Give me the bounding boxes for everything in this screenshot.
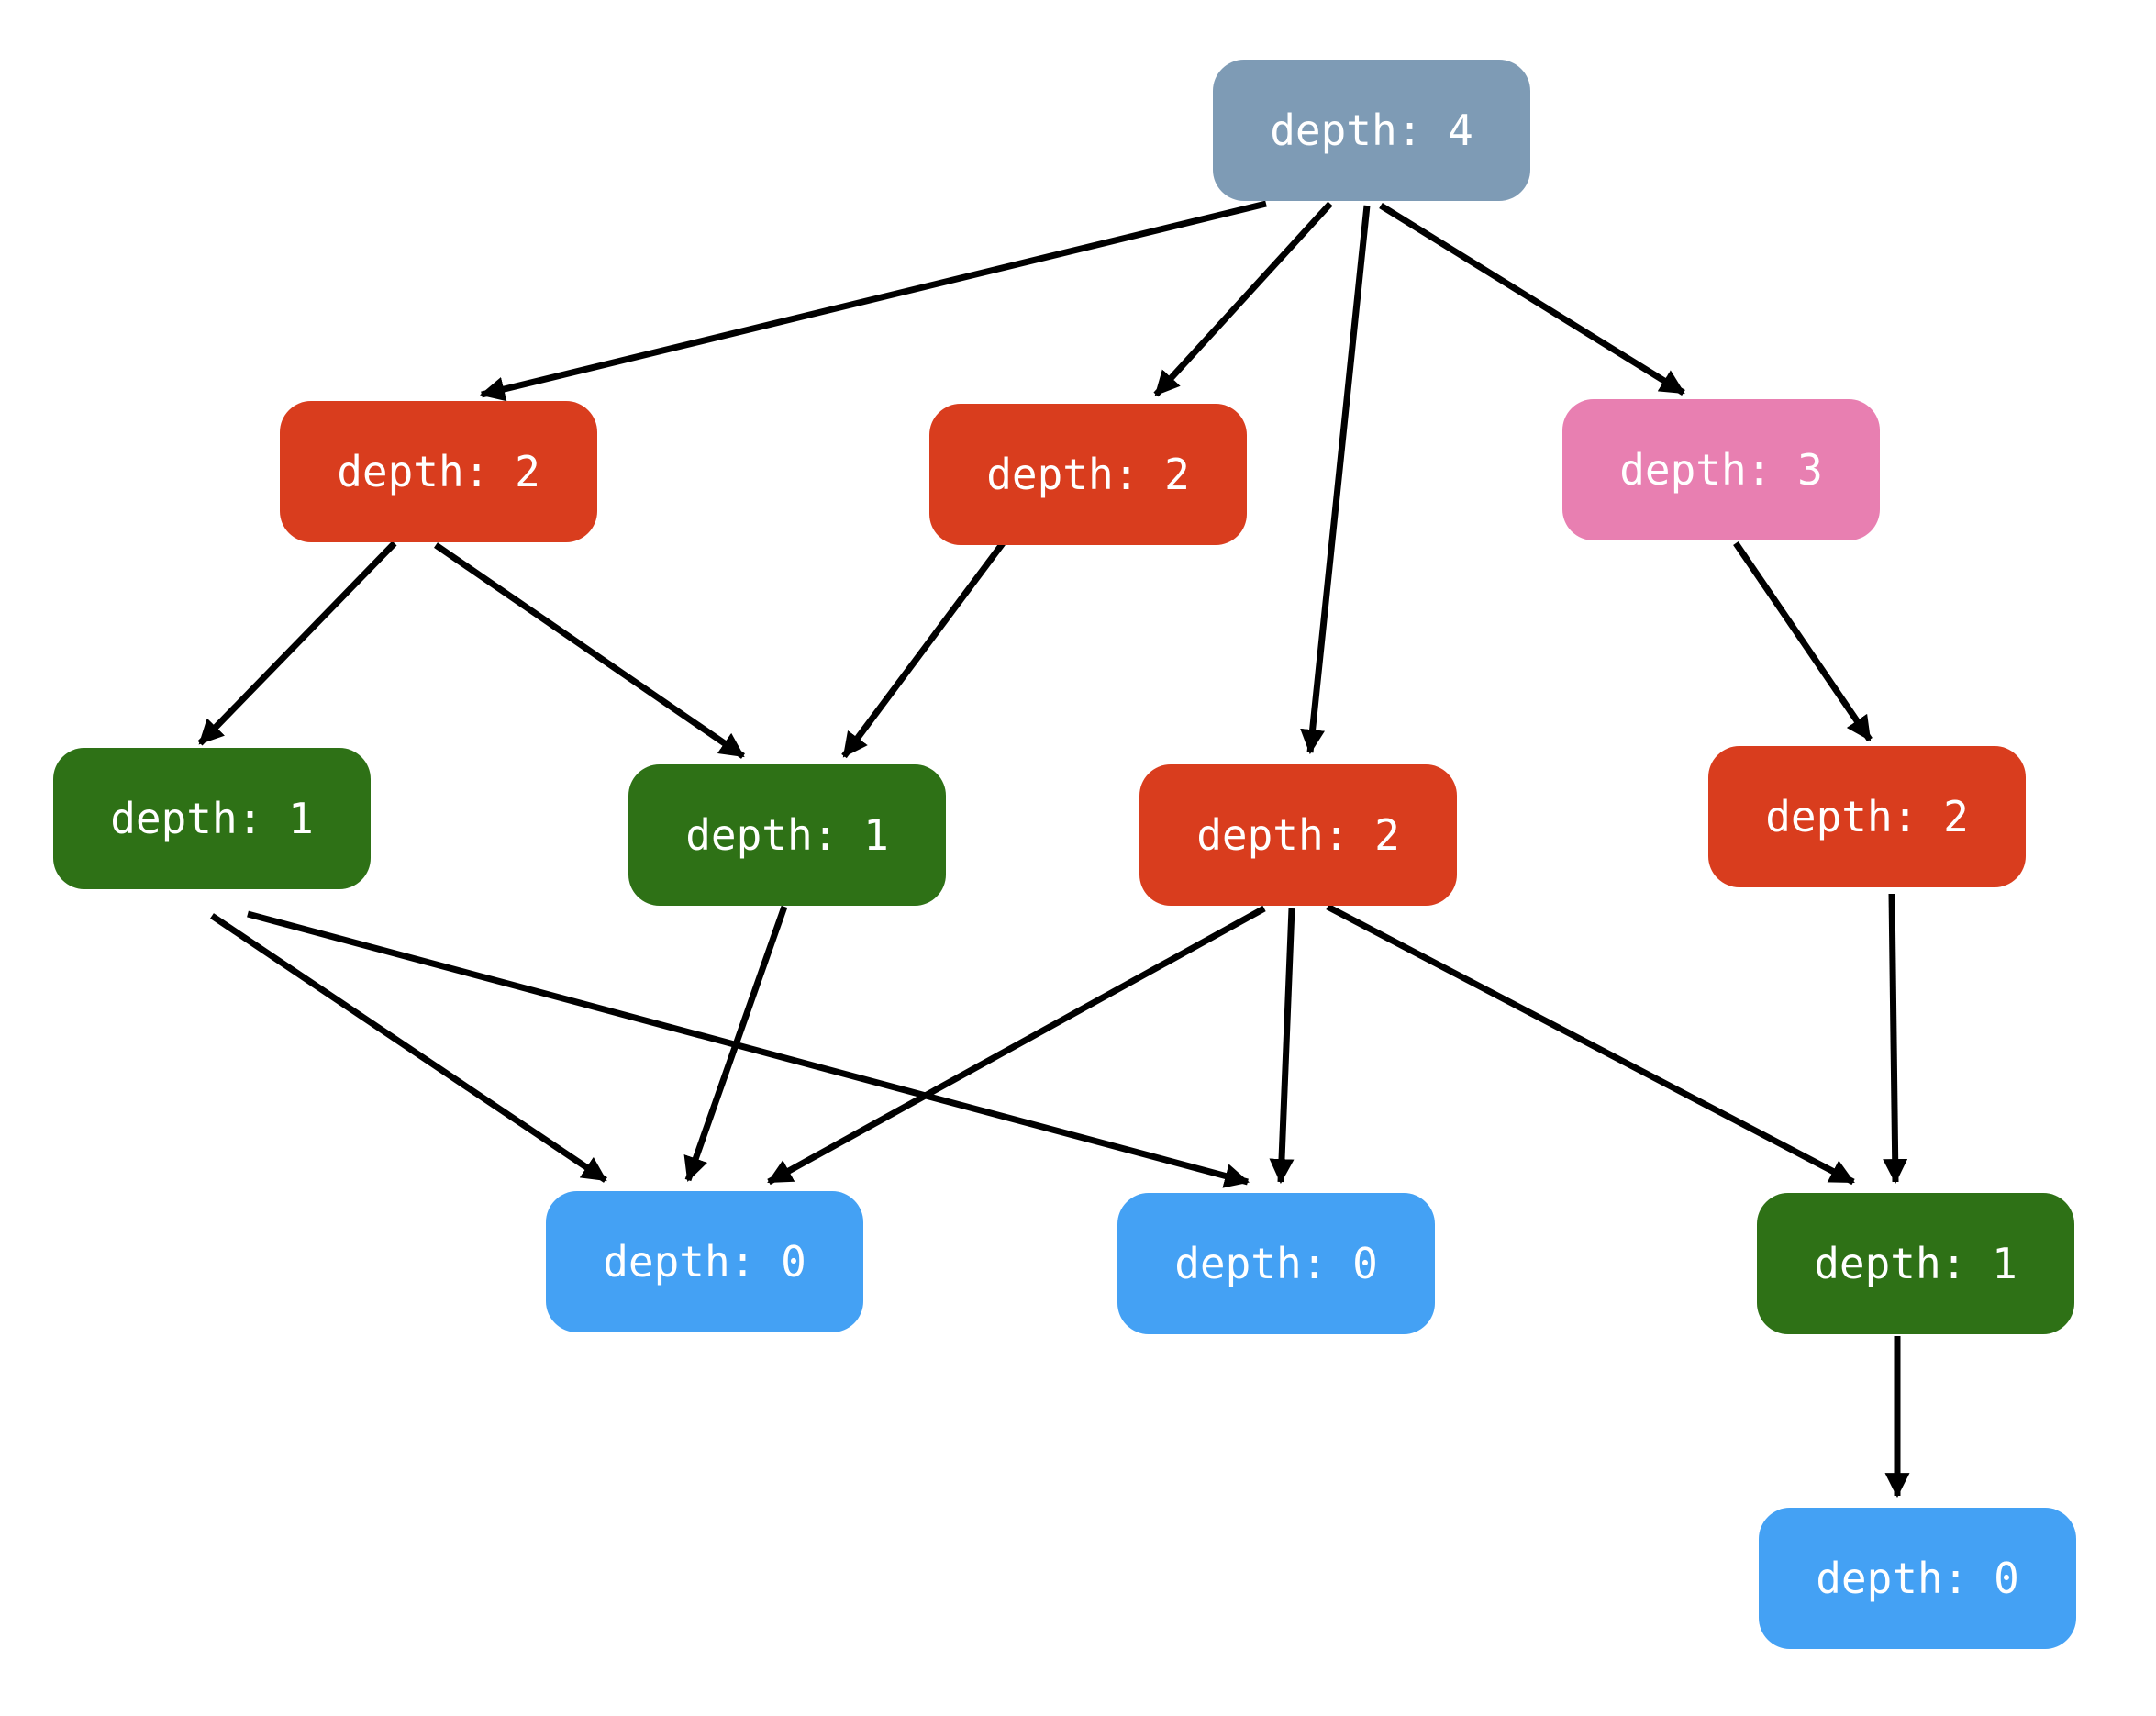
node-box [53, 748, 371, 889]
edge-n0-n2 [1153, 201, 1333, 397]
node-box [1708, 746, 2026, 887]
edge-n2-n5 [841, 540, 1006, 759]
edge-n4-n9 [247, 910, 1250, 1188]
edges-layer [197, 200, 1910, 1499]
graph-node-n6-depth-2: depth: 2 [1139, 764, 1457, 906]
node-box [280, 401, 597, 542]
edge-n0-n1 [479, 200, 1267, 402]
node-label: depth: 4 [1270, 106, 1473, 155]
node-box [1117, 1193, 1435, 1334]
nodes-layer: depth: 4 depth: 2 depth: 2 depth: 3 depth: 1… [53, 60, 2076, 1649]
graph-node-n3-depth-3: depth: 3 [1562, 399, 1880, 540]
node-box [1757, 1193, 2074, 1334]
node-box [1213, 60, 1530, 201]
edge-n0-n6 [1300, 205, 1371, 755]
node-label: depth: 3 [1619, 445, 1823, 495]
edge-n0-n3 [1379, 203, 1685, 396]
edge-n7-n10 [1883, 893, 1908, 1185]
graph-node-n0-depth-4: depth: 4 [1213, 60, 1530, 201]
node-label: depth: 2 [337, 447, 540, 496]
graph-node-n2-depth-2: depth: 2 [929, 404, 1247, 545]
node-box [546, 1191, 863, 1332]
node-label: depth: 2 [1196, 810, 1400, 860]
node-box [1759, 1508, 2076, 1649]
edge-n1-n4 [197, 540, 397, 746]
graph-node-n5-depth-1: depth: 1 [628, 764, 946, 906]
node-label: depth: 1 [685, 810, 889, 860]
node-box [1562, 399, 1880, 540]
edge-n6-n9 [1269, 908, 1295, 1185]
edge-n5-n8 [683, 905, 788, 1182]
node-label: depth: 0 [1174, 1239, 1378, 1288]
node-box [1139, 764, 1457, 906]
node-box [628, 764, 946, 906]
node-label: depth: 1 [1814, 1239, 2017, 1288]
node-label: depth: 2 [1765, 792, 1969, 841]
graph-node-n4-depth-1: depth: 1 [53, 748, 371, 889]
edge-n6-n10 [1326, 903, 1855, 1186]
node-label: depth: 0 [1816, 1554, 2019, 1603]
node-label: depth: 0 [603, 1237, 806, 1287]
edge-n3-n7 [1733, 541, 1873, 741]
graph-node-n8-depth-0: depth: 0 [546, 1191, 863, 1332]
edge-n4-n8 [210, 913, 607, 1183]
graph-node-n9-depth-0: depth: 0 [1117, 1193, 1435, 1334]
graph-node-n1-depth-2: depth: 2 [280, 401, 597, 542]
graph-node-n10-depth-1: depth: 1 [1757, 1193, 2074, 1334]
edge-n1-n5 [434, 542, 745, 759]
node-label: depth: 2 [986, 450, 1190, 499]
graph-node-n7-depth-2: depth: 2 [1708, 746, 2026, 887]
node-label: depth: 1 [110, 794, 314, 843]
node-box [929, 404, 1247, 545]
graph-node-n11-depth-0: depth: 0 [1759, 1508, 2076, 1649]
edge-n6-n8 [767, 905, 1266, 1186]
